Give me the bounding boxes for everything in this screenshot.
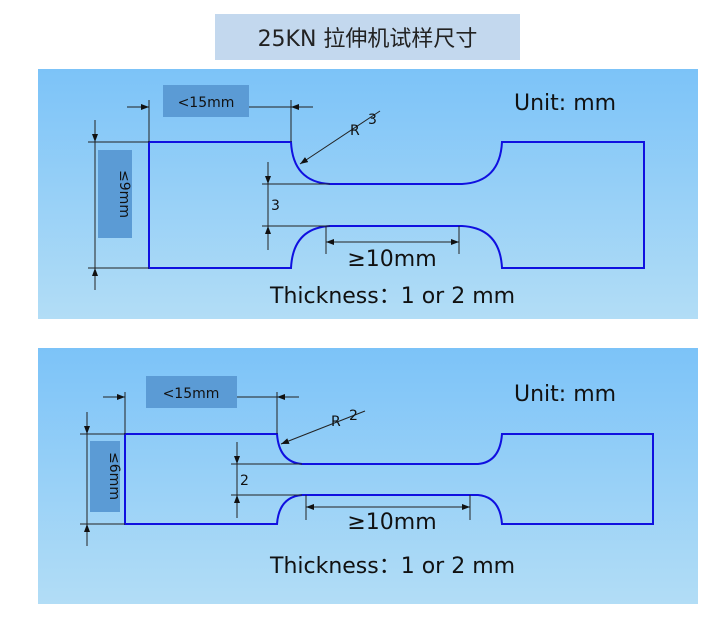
page-title: 25KN 拉伸机试样尺寸 bbox=[215, 14, 520, 60]
grip-length-label: <15mm bbox=[163, 386, 220, 402]
grip-length-label: <15mm bbox=[178, 95, 235, 111]
specimen-outline bbox=[124, 433, 654, 525]
specimen-outline bbox=[148, 141, 645, 269]
grip-width-box bbox=[90, 441, 120, 512]
thickness-label: Thickness：1 or 2 mm bbox=[269, 284, 515, 309]
gauge-length-label: ≥10mm bbox=[347, 247, 436, 272]
radius-prefix: R bbox=[331, 414, 341, 430]
grip-length-box bbox=[146, 376, 237, 408]
grip-width-box bbox=[98, 150, 132, 238]
radius-value: 3 bbox=[368, 112, 377, 128]
unit-label: Unit: mm bbox=[514, 382, 616, 407]
grip-width-label: ≤9mm bbox=[116, 170, 132, 218]
neck-width-label: 2 bbox=[240, 473, 249, 489]
gauge-length-label: ≥10mm bbox=[347, 510, 436, 535]
specimen-1: <15mm ≤9mm R 3 3 ≥10mm Unit: mm Thicknes… bbox=[88, 85, 645, 309]
unit-label: Unit: mm bbox=[514, 91, 616, 116]
neck-width-label: 3 bbox=[271, 198, 280, 214]
radius-value: 2 bbox=[349, 408, 358, 424]
radius-prefix: R bbox=[350, 123, 360, 139]
specimen-2: <15mm ≤6mm R 2 2 ≥10mm Unit: mm Thicknes… bbox=[80, 376, 654, 579]
grip-width-label: ≤6mm bbox=[106, 452, 122, 500]
thickness-label: Thickness：1 or 2 mm bbox=[269, 554, 515, 579]
grip-length-box bbox=[163, 85, 249, 117]
